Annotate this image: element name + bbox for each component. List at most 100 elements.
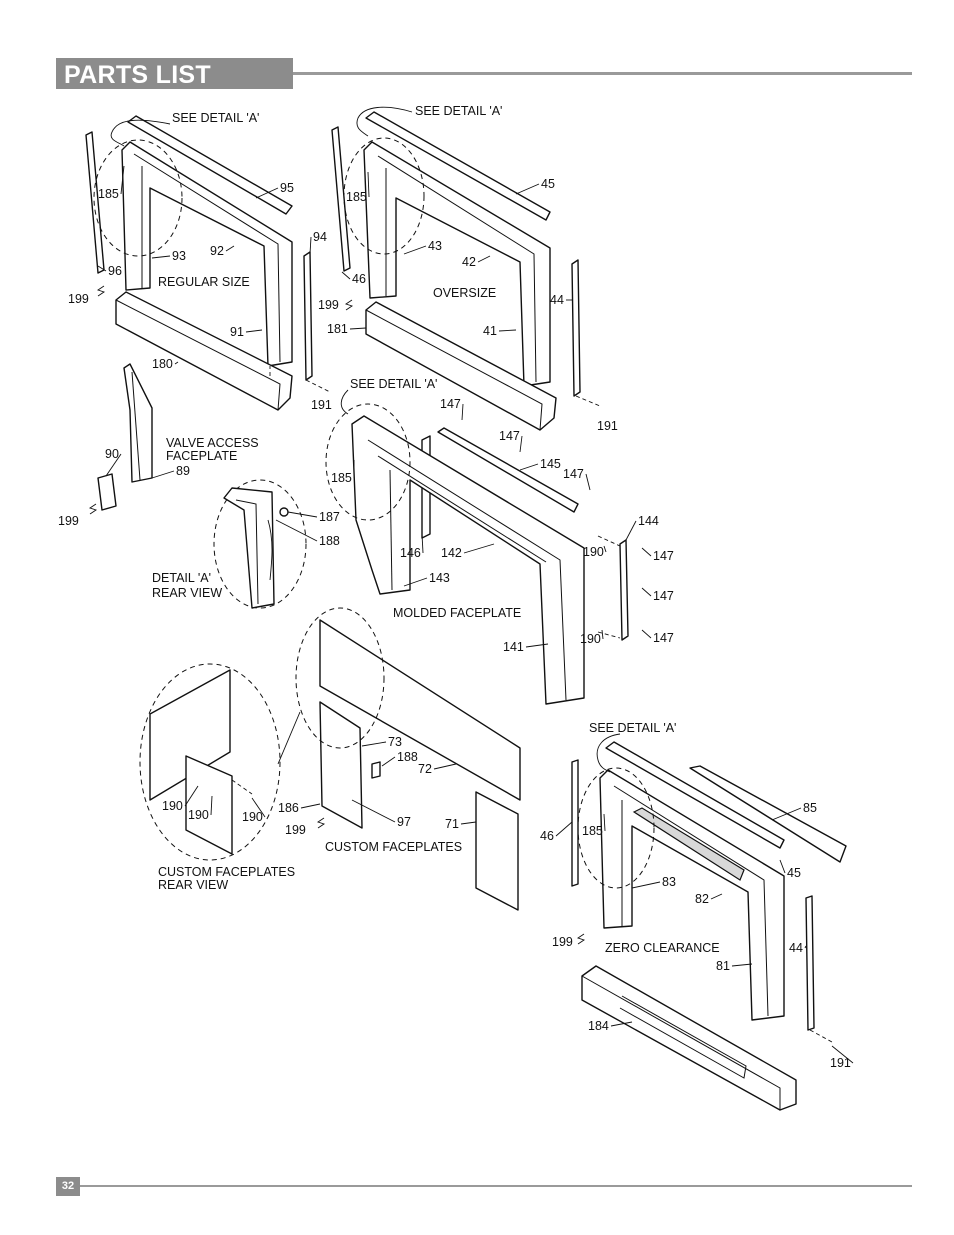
leader-l191c [831,1045,854,1064]
part-label-l188b: 188 [397,750,418,764]
caption-custom-rear-1: CUSTOM FACEPLATES [158,865,295,879]
part-label-l145: 145 [540,457,561,471]
page-number-badge: 32 [56,1177,80,1196]
leader-l45b [779,859,786,874]
part-label-l147a: 147 [440,397,461,411]
part-faceplate-regular [121,141,293,367]
part-label-l92: 92 [210,244,224,258]
custom-rear-view [139,663,281,861]
leader-l147d [641,547,652,557]
part-label-l180: 180 [152,357,173,371]
part-73-left-panel [319,701,363,829]
detail-circle [295,607,385,749]
part-label-l191b: 191 [597,419,618,433]
part-90-access-panel [97,473,117,511]
part-label-l199e: 199 [552,935,573,949]
detail-circle [577,767,655,889]
caption-see-detail-2: SEE DETAIL 'A' [415,104,502,118]
part-label-l185c: 185 [331,471,352,485]
part-45-top-trim [365,111,551,221]
caption-see-detail-4: SEE DETAIL 'A' [589,721,676,735]
caption-custom-rear-2: REAR VIEW [158,878,228,892]
part-label-l146: 146 [400,546,421,560]
leader-l190b [601,629,604,640]
part-label-l97: 97 [397,815,411,829]
caption-regular-size: REGULAR SIZE [158,275,250,289]
part-label-l199b: 199 [318,298,339,312]
leader-l85 [771,807,802,821]
leader-l46a [341,271,351,280]
leader-l97 [351,799,396,823]
part-89-valve-faceplate [123,363,153,483]
leader-l96 [97,265,107,272]
leader-l147c [585,473,591,491]
part-184-bottom-trim [581,965,797,1111]
leader-l147f [641,629,652,639]
part-180-bottom-trim [115,291,293,411]
leader-l180 [174,361,179,365]
custom-faceplates-assembly [277,607,521,911]
part-label-l82: 82 [695,892,709,906]
leader-l81 [731,963,753,967]
part-label-l190c: 190 [162,799,183,813]
leader-l146 [421,533,424,554]
detail-circle [93,139,183,257]
part-45-top-trim [605,741,785,849]
part-label-l191c: 191 [830,1056,851,1070]
part-label-l185b: 185 [346,190,367,204]
leader-l82 [710,893,723,900]
part-95-top-trim [127,115,293,215]
leader-l73 [361,741,387,747]
part-label-l190b: 190 [580,632,601,646]
part-label-l184: 184 [588,1019,609,1033]
part-label-l188a: 188 [319,534,340,548]
part-188-clip [371,761,381,779]
part-label-l90: 90 [105,447,119,461]
part-44-side-strip [805,895,815,1031]
part-46-side-strip [571,759,579,887]
part-label-l186: 186 [278,801,299,815]
leader-l92 [225,245,235,252]
part-label-l147b: 147 [499,429,520,443]
part-label-l71: 71 [445,817,459,831]
leader-l90 [105,453,122,477]
part-label-l85: 85 [803,801,817,815]
leader-l143 [403,577,428,587]
part-96-side-strip [85,131,105,274]
leader-l46b [555,821,573,837]
leader-l185b [367,171,370,198]
leader-l187 [287,511,318,518]
leader-l188a [275,519,318,542]
part-label-l147d: 147 [653,549,674,563]
leader-l43 [403,245,427,255]
part-label-l199d: 199 [285,823,306,837]
part-zc-faceplate [599,769,785,1021]
leader-l185d [603,813,606,832]
part-label-l199a: 199 [68,292,89,306]
leader-l147b [519,435,523,453]
leader-l94 [309,236,312,255]
leader-l181 [349,327,367,330]
part-71-right-panel [475,791,519,911]
caption-detail-a-2: REAR VIEW [152,586,222,600]
part-label-l190d: 190 [188,808,209,822]
part-label-l147e: 147 [653,589,674,603]
caption-valve-access-1: VALVE ACCESS [166,436,259,450]
part-label-l187: 187 [319,510,340,524]
part-label-l43: 43 [428,239,442,253]
part-label-l96: 96 [108,264,122,278]
leader-l42 [477,255,491,263]
part-72-wide-panel [319,619,521,801]
caption-valve-access-2: FACEPLATE [166,449,237,463]
leader-l144 [625,520,637,541]
detail-a-rear-view [213,479,307,609]
leader-l91 [245,329,263,333]
part-faceplate-oversize [363,141,551,387]
part-label-l81: 81 [716,959,730,973]
part-label-l185a: 185 [98,187,119,201]
leader-l185a [120,165,125,195]
leader-l190a [603,545,607,553]
leader-l45a [515,183,540,195]
